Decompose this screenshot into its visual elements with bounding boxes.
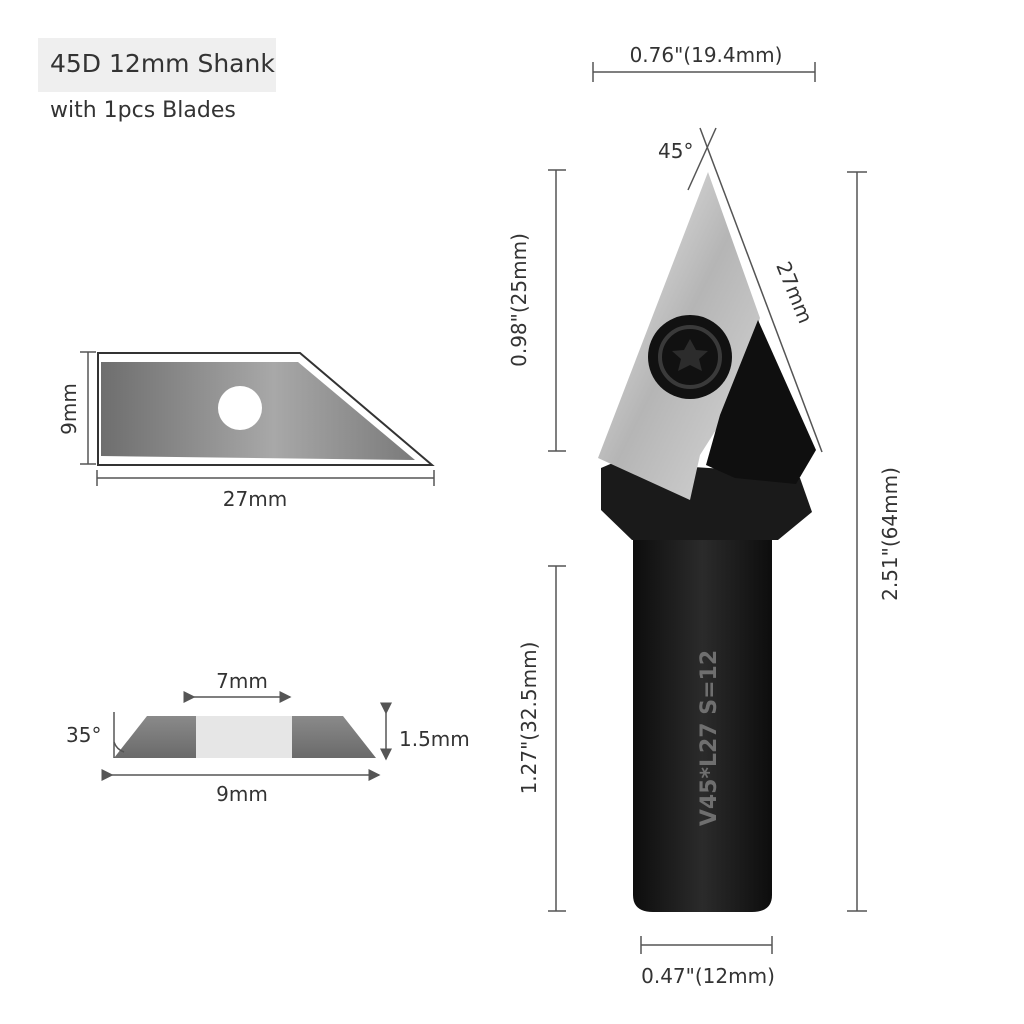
blade-length-label: 27mm [223, 487, 287, 511]
insert-screw-ring [658, 325, 722, 389]
insert-holder [706, 320, 816, 484]
blade-profile-flat [196, 716, 292, 758]
product-subtitle: with 1pcs Blades [50, 98, 236, 123]
shank-diameter-label: 0.47"(12mm) [641, 964, 775, 988]
blade-height-label: 9mm [57, 383, 81, 435]
tip-angle-line-right [699, 127, 823, 453]
product-title: 45D 12mm Shank [50, 49, 275, 78]
torx-icon [672, 339, 708, 371]
head-height-label: 0.98"(25mm) [507, 233, 531, 367]
blade-profile-view: 35° 7mm 1.5mm 9mm [66, 669, 470, 806]
blade-angle-label: 35° [66, 723, 101, 747]
thickness-label: 1.5mm [399, 727, 470, 751]
profile-width-label: 9mm [216, 782, 268, 806]
top-width-label: 0.76"(19.4mm) [630, 43, 783, 67]
router-bit: V45*L27 S=12 [598, 172, 816, 912]
blade-side-view: 9mm 27mm [57, 351, 435, 511]
shank-length-label: 1.27"(32.5mm) [517, 642, 541, 795]
total-length-label: 2.51"(64mm) [878, 467, 902, 601]
blade-mount-hole [218, 386, 262, 430]
tip-angle-line-left [687, 127, 717, 191]
flat-width-label: 7mm [216, 669, 268, 693]
tool-shank [633, 535, 772, 912]
tip-angle-label: 45° [658, 139, 693, 163]
blade-angle-arc [113, 741, 125, 753]
shank-engraving: V45*L27 S=12 [697, 650, 722, 826]
title-background [38, 38, 276, 92]
edge-length-label: 27mm [771, 258, 817, 327]
